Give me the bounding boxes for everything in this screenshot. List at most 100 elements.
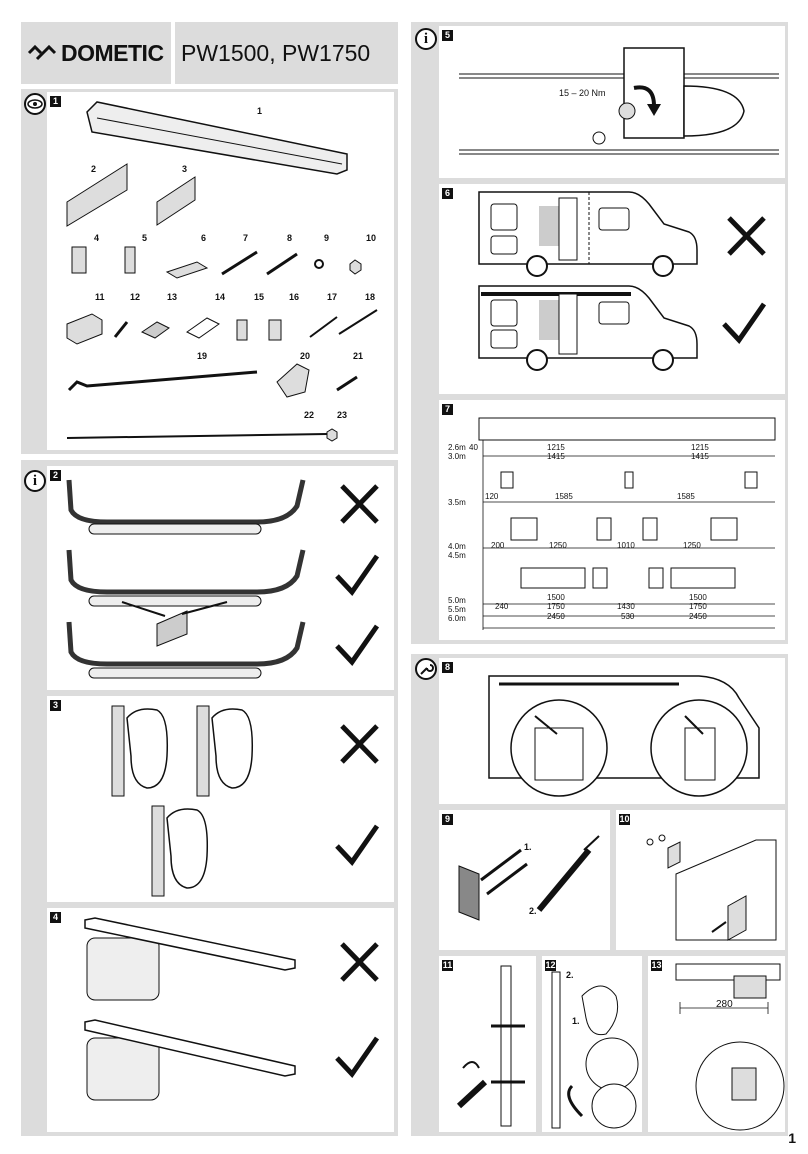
torque-illustration [459, 47, 779, 155]
cross-icon [340, 942, 379, 982]
dimension-label: 1415 [547, 452, 565, 461]
step-9-box: 9 1. 2. [439, 810, 610, 950]
dimension-label: 2450 [547, 612, 565, 621]
bracket-mount-illustration [111, 705, 380, 897]
dimension-label: 1215 [691, 443, 709, 452]
dimension-label: 1430 [617, 602, 635, 611]
step-number: 9 [442, 814, 453, 825]
check-icon [335, 624, 380, 666]
part-label: 14 [215, 292, 226, 302]
dimension-label: 1250 [683, 541, 701, 550]
part-label: 9 [324, 233, 330, 243]
panel-info-left: i 2 3 [21, 460, 398, 1136]
step-number: 8 [442, 662, 453, 673]
awning-angle-illustration [84, 917, 380, 1101]
step-4-box: 4 [47, 908, 394, 1132]
part-label: 2 [91, 164, 97, 174]
step-number: 10 [619, 814, 630, 825]
step-number: 12 [545, 960, 556, 971]
dimension-label: 1500 [689, 593, 707, 602]
size-label: 5.5m [448, 605, 466, 614]
dimension-label: 1585 [555, 492, 573, 501]
dimension-label: 40 [469, 443, 478, 452]
part-label: 17 [327, 292, 338, 302]
dimension-label: 1010 [617, 541, 635, 550]
step-number: 3 [50, 700, 61, 711]
size-label: 3.5m [448, 498, 466, 507]
cross-icon [727, 216, 766, 256]
step-10-box: 10 [616, 810, 785, 950]
part-label: 4 [94, 233, 100, 243]
parts-illustration [66, 101, 378, 442]
cross-icon [340, 724, 379, 764]
marking-position-illustration [488, 675, 760, 797]
info-icon: i [415, 28, 437, 50]
size-label: 5.0m [448, 596, 466, 605]
size-label: 2.6m [448, 443, 466, 452]
eye-icon [24, 93, 46, 115]
step-number: 2 [50, 470, 61, 481]
step-5-box: 5 15 – 20 Nm [439, 26, 785, 178]
cross-icon [340, 484, 379, 524]
bracket-fit-illustration [646, 834, 777, 941]
part-label: 8 [287, 233, 293, 243]
wall-curvature-illustration [66, 479, 380, 679]
hang-awning-illustration [551, 971, 639, 1129]
size-label: 6.0m [448, 614, 466, 623]
part-label: 10 [366, 233, 377, 243]
step-number: 7 [442, 404, 453, 415]
sealant-bolt-illustration [458, 835, 600, 921]
dimension-label: 1215 [547, 443, 565, 452]
dimension-label: 1750 [689, 602, 707, 611]
step-1-box: 1 [47, 92, 394, 450]
model-title: PW1500, PW1750 [175, 22, 398, 84]
check-icon [335, 824, 380, 866]
step-12-label-1: 1. [572, 1016, 580, 1026]
part-label: 19 [197, 351, 208, 361]
part-label: 3 [182, 164, 188, 174]
check-icon [722, 302, 767, 344]
part-label: 21 [353, 351, 364, 361]
size-label: 4.0m [448, 542, 466, 551]
step-6-box: 6 [439, 184, 785, 394]
check-icon [335, 554, 380, 596]
dimension-label: 280 [716, 999, 733, 1010]
part-label: 18 [365, 292, 376, 302]
panel-overview: 1 [21, 89, 398, 454]
step-number: 13 [651, 960, 662, 971]
part-label: 13 [167, 292, 178, 302]
torque-value: 15 – 20 Nm [559, 88, 606, 98]
part-label: 23 [337, 410, 348, 420]
step-number: 5 [442, 30, 453, 41]
check-icon [335, 1036, 380, 1078]
step-number: 1 [50, 96, 61, 107]
size-label: 4.5m [448, 551, 466, 560]
part-label: 6 [201, 233, 207, 243]
page-number: 1 [788, 1130, 796, 1146]
vehicle-position-illustration [478, 191, 767, 371]
wrench-icon [415, 658, 437, 680]
part-label: 11 [95, 292, 105, 302]
part-label: 12 [130, 292, 141, 302]
step-12-box: 12 2. 1. [542, 956, 642, 1132]
dimension-label: 1415 [691, 452, 709, 461]
part-label: 1 [257, 106, 263, 116]
step-2-box: 2 [47, 466, 394, 690]
tighten-illustration [456, 965, 525, 1127]
step-number: 6 [442, 188, 453, 199]
end-distance-illustration [675, 963, 785, 1131]
step-9-label-1: 1. [524, 842, 532, 852]
part-label: 16 [289, 292, 300, 302]
dimension-label: 2450 [689, 612, 707, 621]
part-label: 20 [300, 351, 311, 361]
dimension-label: 530 [621, 612, 635, 621]
step-7-box: 7 2.6m 3.0m 40 1215 1415 1 [439, 400, 785, 640]
step-11-box: 11 [439, 956, 536, 1132]
dimension-label: 120 [485, 492, 499, 501]
bracket-spacing-diagram [478, 417, 776, 630]
step-8-box: 8 [439, 658, 785, 804]
part-label: 22 [304, 410, 315, 420]
dimension-label: 1500 [547, 593, 565, 602]
dimension-label: 240 [495, 602, 509, 611]
step-13-box: 13 280 [648, 956, 785, 1132]
